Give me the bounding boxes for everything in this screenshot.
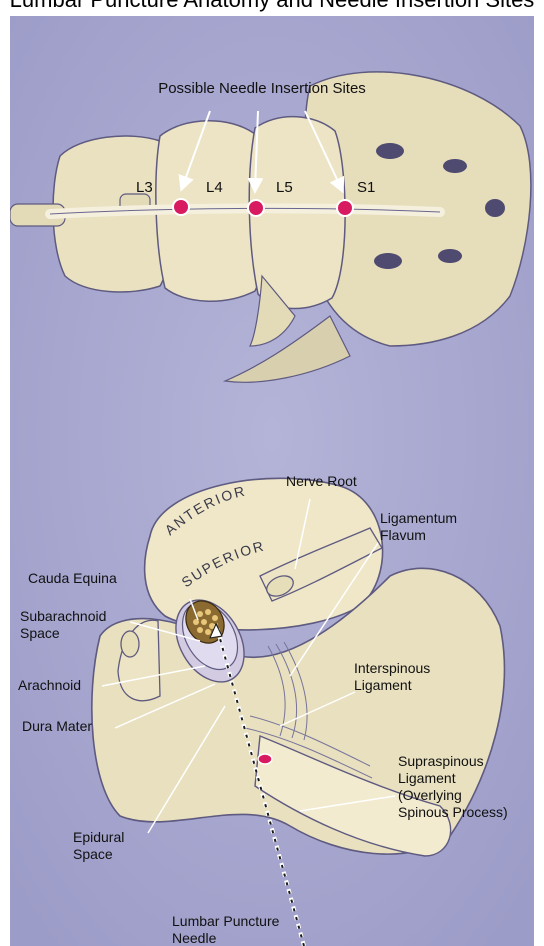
sacral-foramen xyxy=(438,249,462,263)
label-ligamentum-flavum-1: Ligamentum xyxy=(380,510,457,526)
sacral-foramen xyxy=(485,199,505,217)
sacral-foramen xyxy=(374,253,402,269)
level-label-l3: L3 xyxy=(136,179,153,196)
label-supraspinous-2: Ligament xyxy=(398,770,456,786)
label-subarachnoid-2: Space xyxy=(20,625,60,641)
label-ligamentum-flavum-2: Flavum xyxy=(380,527,426,543)
label-nerve-root: Nerve Root xyxy=(286,473,357,489)
label-cauda-equina: Cauda Equina xyxy=(28,570,117,586)
illustration-plate: Possible Needle Insertion Sites L3 L4 L5… xyxy=(10,16,534,946)
label-arachnoid: Arachnoid xyxy=(18,677,81,693)
anatomy-drawing: Possible Needle Insertion Sites L3 L4 L5… xyxy=(10,16,534,946)
label-interspinous-2: Ligament xyxy=(354,677,412,693)
level-label-s1: S1 xyxy=(357,179,375,196)
label-subarachnoid-1: Subarachnoid xyxy=(20,608,106,624)
needle-entry-marker xyxy=(258,754,272,764)
label-supraspinous-3: (Overlying xyxy=(398,787,462,803)
nerve-root-left-cut xyxy=(121,631,139,657)
sacral-foramen xyxy=(376,143,404,159)
label-epidural-1: Epidural xyxy=(73,829,124,845)
label-epidural-2: Space xyxy=(73,846,113,862)
insertion-site-marker xyxy=(173,199,189,215)
label-supraspinous-4: Spinous Process) xyxy=(398,804,508,820)
label-needle-1: Lumbar Puncture xyxy=(172,913,280,929)
label-interspinous-1: Interspinous xyxy=(354,660,430,676)
insertion-site-marker xyxy=(248,200,264,216)
page-title: Lumbar Puncture Anatomy and Needle Inser… xyxy=(0,0,544,13)
label-dura-mater: Dura Mater xyxy=(22,718,92,734)
label-supraspinous-1: Supraspinous xyxy=(398,753,484,769)
level-label-l5: L5 xyxy=(276,179,293,196)
insertion-sites-heading: Possible Needle Insertion Sites xyxy=(158,80,366,97)
level-label-l4: L4 xyxy=(206,179,223,196)
insertion-site-marker xyxy=(337,200,353,216)
title-strip: Lumbar Puncture Anatomy and Needle Inser… xyxy=(0,0,544,16)
label-needle-2: Needle xyxy=(172,930,217,946)
sacral-foramen xyxy=(443,159,467,173)
